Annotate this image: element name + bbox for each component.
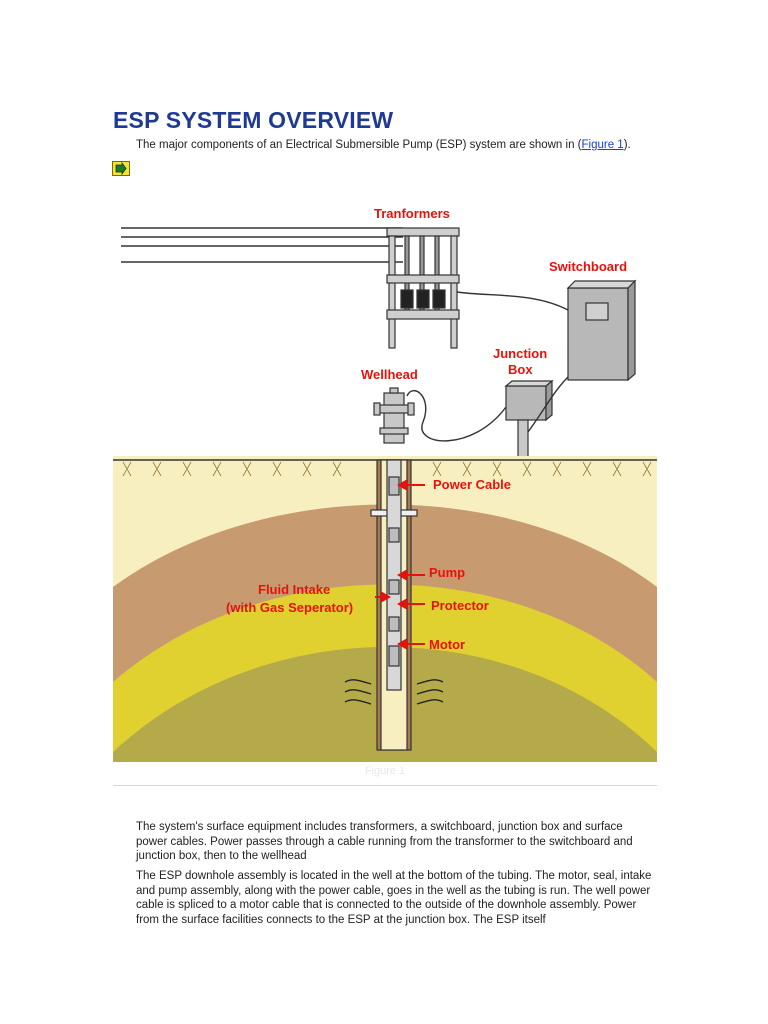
intro-text-start: The major components of an Electrical Su… bbox=[136, 139, 582, 151]
junction-box bbox=[504, 379, 554, 458]
switchboard bbox=[566, 279, 637, 382]
label-fluid-intake-1: Fluid Intake bbox=[258, 582, 330, 597]
label-switchboard: Switchboard bbox=[549, 259, 627, 274]
label-wellhead: Wellhead bbox=[361, 367, 418, 382]
surface-cables bbox=[406, 291, 569, 442]
power-lines bbox=[121, 227, 403, 263]
intro-text-end: ). bbox=[623, 139, 631, 151]
label-pump: Pump bbox=[429, 565, 465, 580]
label-motor: Motor bbox=[429, 637, 465, 652]
next-page-button[interactable] bbox=[112, 161, 130, 176]
paragraph-surface-equipment: The system's surface equipment includes … bbox=[136, 821, 633, 862]
transformer-structure bbox=[386, 227, 460, 349]
intro-text: The major components of an Electrical Su… bbox=[136, 139, 631, 151]
esp-figure: Tranformers Switchboard Junction Box Wel… bbox=[113, 192, 657, 786]
figure-caption: Figure 1 bbox=[364, 765, 406, 777]
divider bbox=[113, 785, 657, 786]
paragraph-downhole-assembly: The ESP downhole assembly is located in … bbox=[136, 870, 652, 926]
figure-link[interactable]: Figure 1 bbox=[581, 139, 624, 151]
label-transformers: Tranformers bbox=[374, 206, 450, 221]
esp-diagram: Tranformers Switchboard Junction Box Wel… bbox=[113, 206, 657, 762]
label-junction-2: Box bbox=[508, 362, 533, 377]
arrow-right-icon bbox=[115, 161, 127, 176]
wellhead bbox=[373, 387, 415, 444]
label-protector: Protector bbox=[431, 598, 489, 613]
page-title: ESP SYSTEM OVERVIEW bbox=[113, 107, 394, 133]
label-power-cable: Power Cable bbox=[433, 477, 511, 492]
callout-arrows bbox=[375, 479, 425, 650]
label-fluid-intake-2: (with Gas Seperator) bbox=[226, 600, 353, 615]
label-junction-1: Junction bbox=[493, 346, 547, 361]
